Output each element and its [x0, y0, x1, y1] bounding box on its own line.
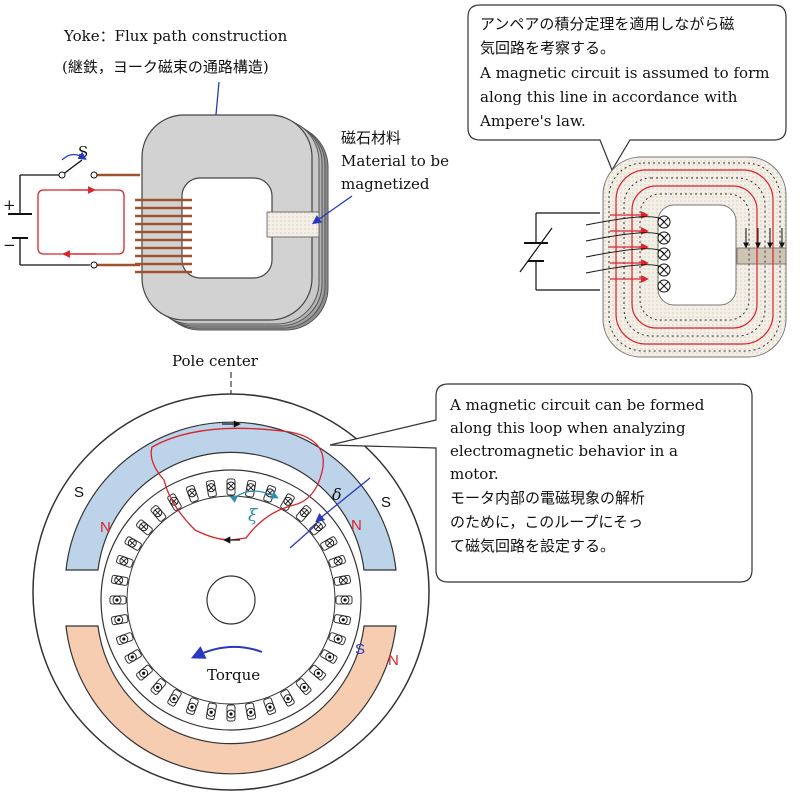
pole-label-n-right: N [351, 517, 362, 534]
yoke-window [181, 177, 273, 279]
motor-callout-line2: along this loop when analyzing [450, 419, 686, 437]
rotor-slots [109, 478, 353, 722]
delta-symbol: δ [332, 485, 342, 504]
pole-label-s-left: S [74, 484, 84, 501]
ampere-callout-line5: Ampere's law. [479, 112, 586, 130]
yoke-title-en: Yoke：Flux path construction [63, 27, 288, 45]
ampere-figure: アンペアの積分定理を適用しながら磁 気回路を考察する。 A magnetic c… [467, 4, 787, 358]
shaft-hole [206, 575, 256, 625]
conductor-into-page-mark [154, 509, 161, 516]
motor-figure: Pole center ξ δ Torque S N N S S [32, 352, 753, 791]
motor-callout-line6: のために，このループにそっ [450, 513, 643, 531]
ampere-material-block [736, 247, 787, 265]
ampere-callout-bubble [467, 4, 787, 172]
switch-arrow [61, 151, 87, 161]
ampere-callout-line2: 気回路を考察する。 [480, 39, 615, 57]
delta-arrow-tail [289, 524, 317, 549]
conductor-out-of-page-mark [302, 685, 306, 689]
conductor-into-page-mark [228, 483, 234, 489]
conductor-out-of-page-mark [172, 697, 176, 701]
torque-arrow [190, 645, 263, 659]
conductor-into-page-mark [340, 577, 347, 584]
motor-callout-line7: て磁気回路を設定する。 [450, 537, 615, 555]
motor-callout-line5: モータ内部の電磁現象の解析 [450, 489, 645, 507]
conductor-out-of-page-mark [117, 618, 121, 622]
conductor-out-of-page-mark [142, 671, 146, 675]
battery-minus: − [3, 236, 16, 254]
conductor-out-of-page-mark [122, 637, 126, 641]
conductor-out-of-page-mark [130, 655, 134, 659]
motor-callout-bubble [329, 383, 753, 583]
pole-center-label: Pole center [172, 352, 259, 370]
conductor-into-page-mark [189, 489, 195, 496]
motor-callout-line1: A magnetic circuit can be formed [449, 396, 705, 414]
delta-arrow [315, 477, 371, 523]
upper-magnet [65, 421, 397, 571]
ampere-callout-line4: along this line in accordance with [480, 88, 738, 106]
ampere-flux-arrows [610, 211, 649, 283]
yoke-title-jp: (継鉄，ヨーク磁束の通路構造) [62, 58, 269, 76]
ampere-callout-line3: A magnetic circuit is assumed to form [479, 64, 769, 82]
yoke-figure: Yoke：Flux path construction (継鉄，ヨーク磁束の通路… [3, 27, 449, 331]
conductor-into-page-mark [315, 523, 322, 530]
pole-label-n-bottom: N [388, 652, 399, 669]
conductor-into-page-mark [129, 540, 136, 546]
yoke-circuit [8, 159, 90, 266]
conductor-into-page-mark [326, 540, 333, 546]
conductor-out-of-page-mark [229, 712, 233, 716]
conductor-out-of-page-mark [190, 705, 194, 709]
yoke-winding [96, 173, 192, 274]
switch-blade [61, 159, 83, 176]
xi-symbol: ξ [248, 506, 259, 526]
ampere-callout-line1: アンペアの積分定理を適用しながら磁 [480, 15, 734, 33]
conductor-out-of-page-mark [341, 618, 345, 622]
switch-contact-right [90, 171, 98, 179]
current-loop [37, 189, 125, 255]
conductor-out-of-page-mark [115, 598, 119, 602]
conductor-into-page-mark [208, 484, 215, 491]
material-label-jp: 磁石材料 [341, 129, 401, 147]
conductor-out-of-page-mark [209, 710, 213, 714]
battery-plus: + [3, 196, 16, 214]
ampere-circuit [519, 212, 600, 291]
material-pointer-arrow [312, 195, 353, 225]
conductor-into-page-mark [301, 509, 308, 516]
conductor-into-page-mark [247, 484, 254, 491]
magnetized-material-block [266, 211, 320, 238]
conductor-out-of-page-mark [268, 705, 272, 709]
conductor-out-of-page-mark [328, 655, 332, 659]
circuit-terminal [90, 261, 98, 269]
conductor-into-page-mark [140, 523, 147, 530]
pole-label-s-bottom: S [355, 641, 365, 658]
conductor-into-page-mark [120, 558, 127, 564]
ampere-material-arrows [743, 228, 785, 249]
material-label-en-1: Material to be [341, 152, 449, 170]
pole-label-s-right: S [381, 494, 391, 511]
ampere-dotted-lines [608, 162, 781, 352]
conductor-out-of-page-mark [156, 685, 160, 689]
torque-label: Torque [207, 666, 260, 684]
ampere-flux-lines [615, 169, 774, 345]
motor-callout-line3: electromagnetic behavior in a [450, 442, 678, 460]
switch-label: S [78, 143, 88, 161]
conductor-out-of-page-mark [316, 671, 320, 675]
ampere-coil [585, 216, 665, 274]
switch-contact-left [58, 171, 66, 179]
lower-magnet [65, 625, 397, 775]
conductor-out-of-page-mark [343, 598, 347, 602]
motor-callout-line4: motor. [450, 465, 499, 483]
conductor-into-page-mark [335, 558, 342, 564]
conductor-into-page-mark [115, 577, 122, 584]
motor-flux-loop [150, 427, 324, 541]
conductor-out-of-page-mark [249, 710, 253, 714]
xi-arc [229, 490, 279, 503]
pole-label-n-left: N [100, 519, 111, 536]
material-label-en-2: magnetized [341, 175, 430, 193]
conductor-out-of-page-mark [336, 637, 340, 641]
conductor-into-page-mark [285, 498, 291, 505]
conductor-out-of-page-mark [286, 697, 290, 701]
